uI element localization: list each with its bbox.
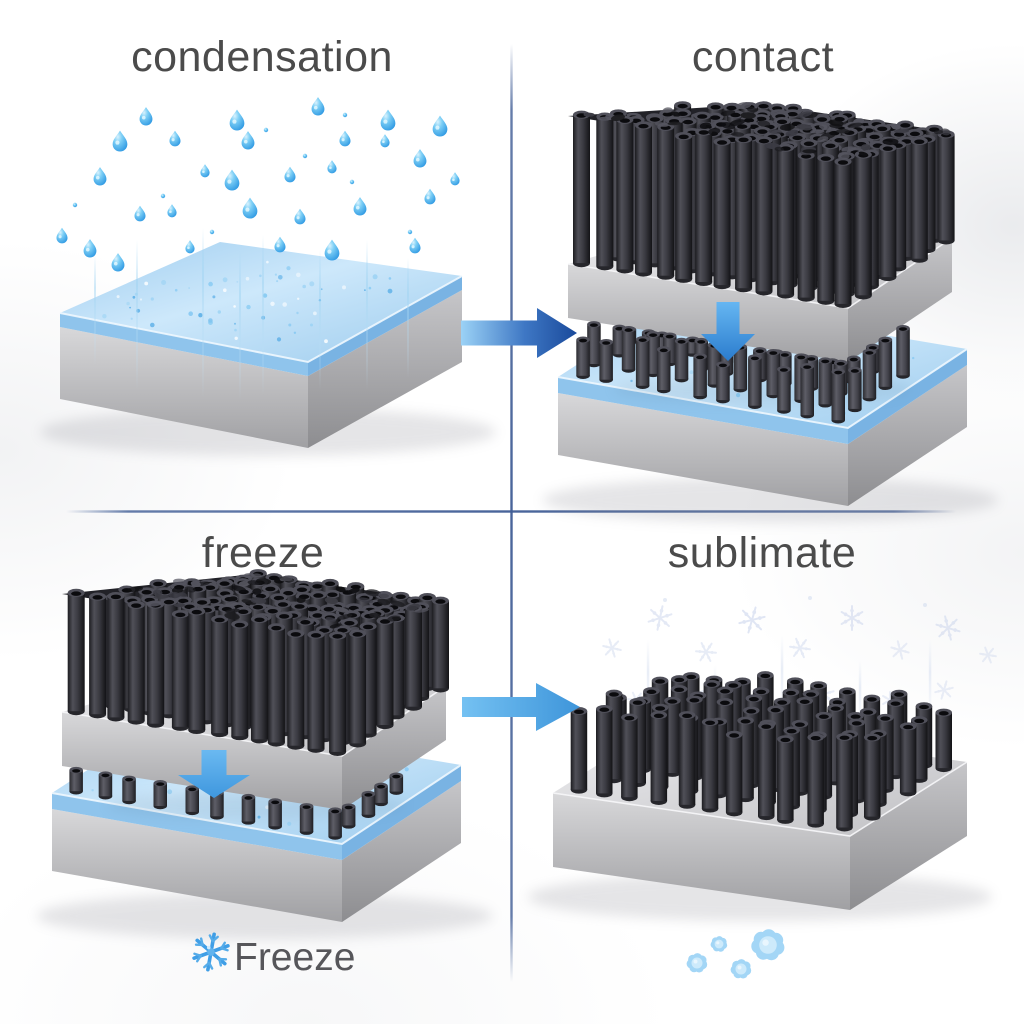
snowflake-icon bbox=[695, 642, 717, 662]
footer-art bbox=[192, 929, 785, 979]
droplet-icon bbox=[111, 253, 125, 272]
snowflake-icon bbox=[751, 929, 785, 961]
snowflake-icon bbox=[730, 959, 752, 979]
droplet-icon bbox=[311, 97, 325, 116]
snowflake-icon bbox=[192, 932, 230, 972]
droplet-icon bbox=[327, 160, 337, 174]
vertical-divider bbox=[510, 44, 513, 982]
snowflake-icon bbox=[789, 637, 811, 659]
droplet-icon bbox=[134, 205, 146, 222]
nanotube-stamp bbox=[567, 101, 955, 362]
droplet-icon bbox=[380, 109, 396, 131]
transferred-pillars bbox=[576, 321, 910, 424]
contact-art bbox=[542, 101, 999, 523]
droplet-icon bbox=[167, 204, 177, 218]
panel-title-sublimate: sublimate bbox=[667, 529, 857, 577]
droplet-icon bbox=[324, 239, 340, 261]
droplet-icon bbox=[424, 188, 436, 205]
horizontal-divider bbox=[66, 510, 956, 513]
droplet-icon bbox=[93, 167, 107, 186]
droplet-icon bbox=[112, 130, 128, 152]
droplet-icon bbox=[409, 237, 421, 254]
droplet-icon bbox=[185, 240, 195, 254]
nanotube-stamp bbox=[61, 569, 449, 810]
snowflake-icon bbox=[840, 605, 864, 631]
droplet-icon bbox=[200, 164, 210, 178]
droplet-icon bbox=[432, 115, 448, 137]
panel-title-freeze: freeze bbox=[201, 529, 325, 577]
droplet-icon bbox=[450, 172, 460, 186]
droplet-icon bbox=[242, 197, 258, 219]
freeze-caption-text: Freeze bbox=[234, 936, 356, 979]
arrow-freeze-to-sublimate-icon bbox=[462, 683, 580, 731]
snowflake-icon bbox=[934, 680, 954, 700]
snowflake-icon bbox=[935, 615, 961, 641]
snowflake-icon bbox=[602, 638, 622, 658]
droplet-icon bbox=[169, 130, 181, 147]
droplet-icon bbox=[83, 239, 97, 258]
snowflake-icon bbox=[686, 953, 708, 973]
droplet-icon bbox=[380, 134, 390, 148]
droplet-icon bbox=[284, 166, 296, 183]
freeze-art bbox=[36, 569, 493, 939]
snowflake-icon bbox=[647, 605, 673, 631]
droplet-icon bbox=[224, 169, 240, 191]
snowflake-cluster bbox=[686, 929, 785, 979]
transferred-pillars bbox=[69, 766, 404, 840]
droplet-icon bbox=[339, 130, 351, 147]
snowflake-icon bbox=[979, 646, 997, 664]
freeze-caption: Freeze bbox=[234, 936, 355, 980]
panel-title-contact: contact bbox=[691, 33, 835, 81]
sublimate-art bbox=[528, 596, 997, 921]
condensation-art bbox=[40, 97, 496, 456]
press-down-arrow-icon bbox=[178, 750, 250, 798]
droplet-icon bbox=[139, 107, 153, 126]
panel-title-condensation: condensation bbox=[131, 33, 393, 81]
droplet-icon bbox=[229, 109, 245, 131]
droplet-icon bbox=[241, 131, 255, 150]
snowflake-icon bbox=[738, 606, 766, 634]
snowflake-icon bbox=[890, 640, 910, 660]
droplet-icon bbox=[413, 149, 427, 168]
snowflake-icon bbox=[710, 936, 728, 952]
droplet-icon bbox=[353, 197, 367, 216]
divider-lines bbox=[66, 44, 956, 982]
droplets bbox=[56, 97, 460, 272]
press-down-arrow-icon bbox=[701, 302, 755, 361]
droplet-icon bbox=[294, 208, 306, 225]
droplet-icon bbox=[274, 236, 286, 253]
droplet-icon bbox=[56, 227, 68, 244]
arrow-condensation-to-contact-icon bbox=[461, 308, 577, 358]
